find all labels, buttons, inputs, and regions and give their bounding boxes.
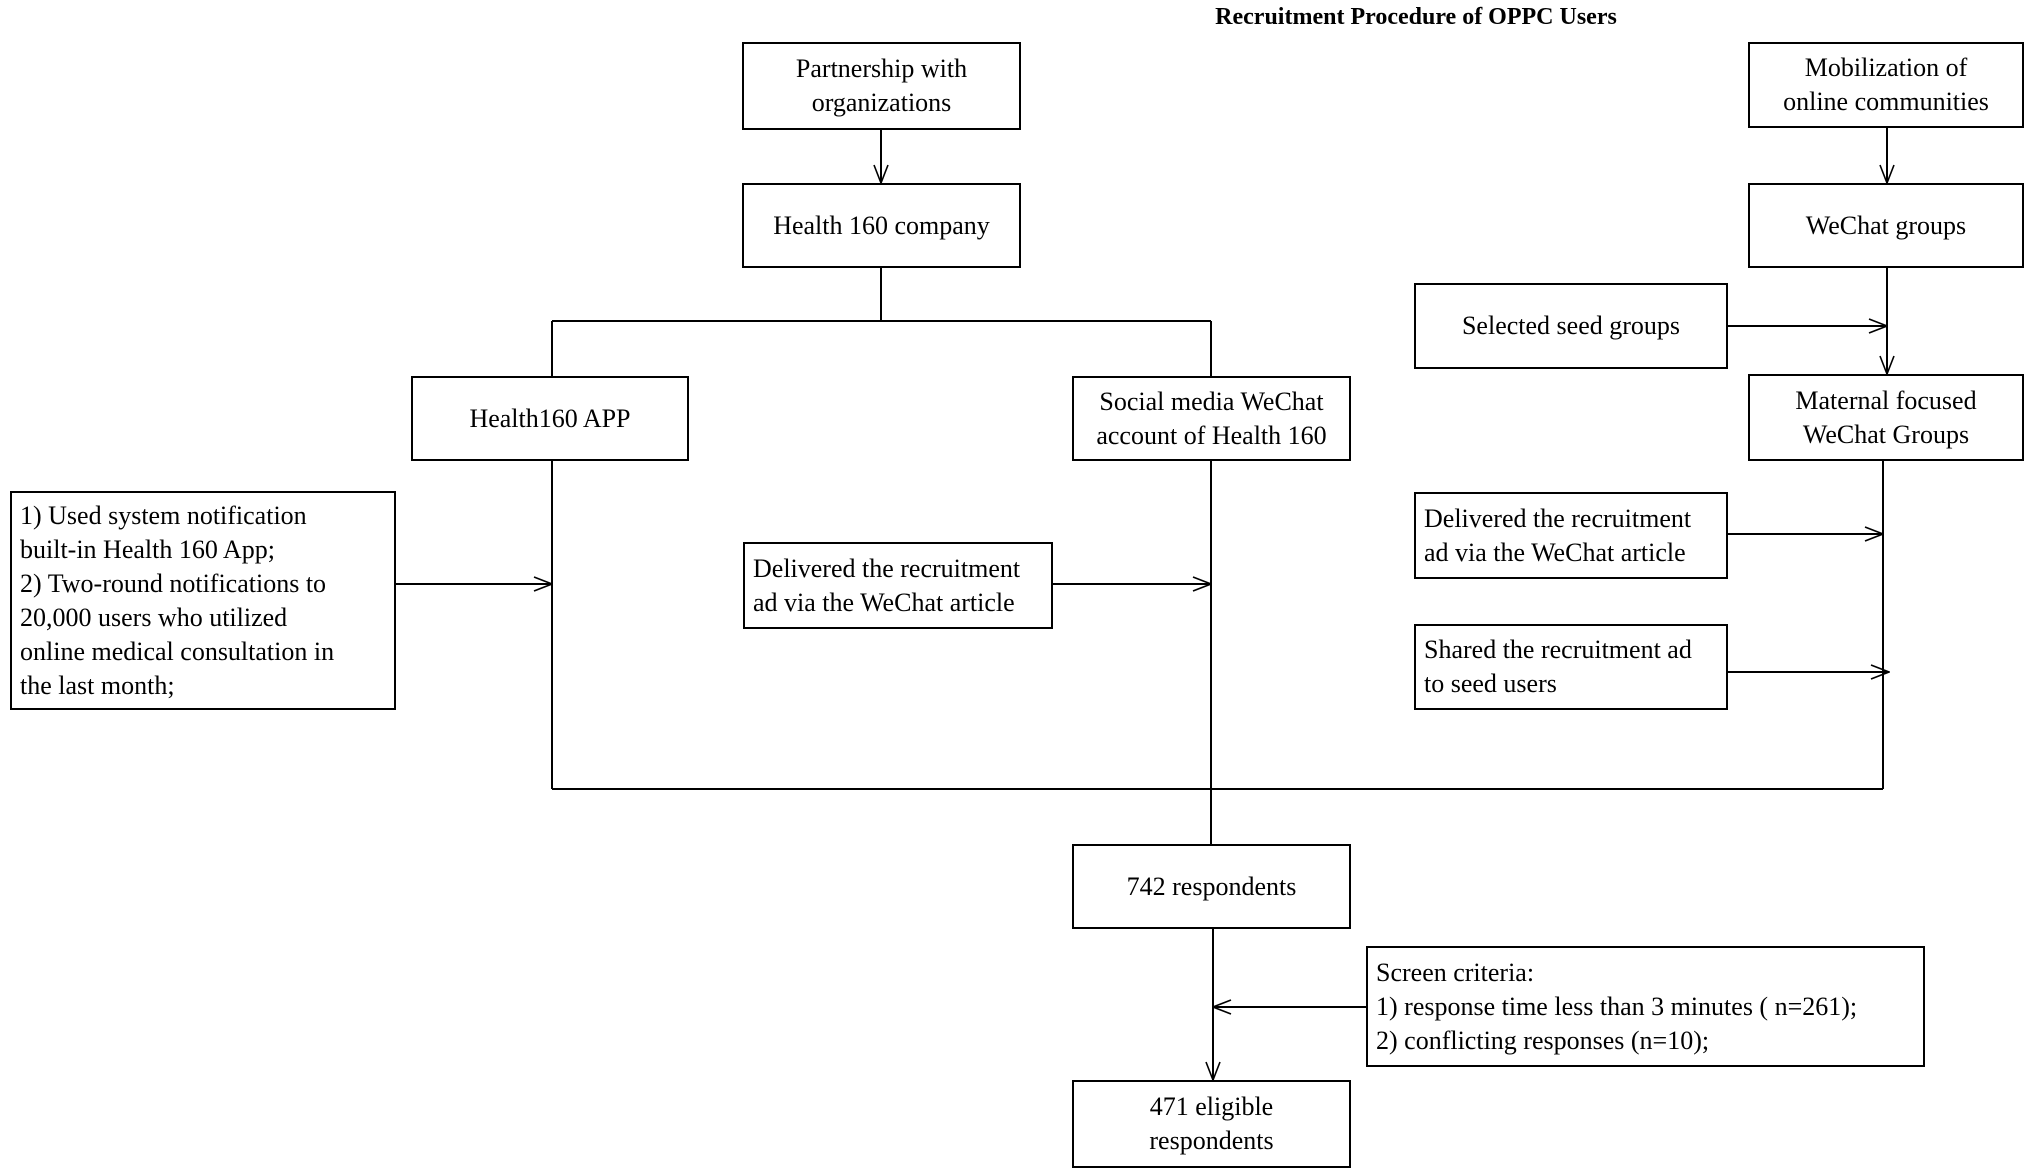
node-partnership: Partnership with organizations <box>742 42 1021 130</box>
diagram-title: Recruitment Procedure of OPPC Users <box>1215 4 1617 30</box>
node-health160-company: Health 160 company <box>742 183 1021 268</box>
node-maternal-groups: Maternal focused WeChat Groups <box>1748 374 2024 461</box>
node-mobilization: Mobilization of online communities <box>1748 42 2024 128</box>
node-delivered-ad-right: Delivered the recruitment ad via the WeC… <box>1414 492 1728 579</box>
node-selected-seed-groups: Selected seed groups <box>1414 283 1728 369</box>
node-471-eligible: 471 eligible respondents <box>1072 1080 1351 1168</box>
node-screen-criteria: Screen criteria: 1) response time less t… <box>1366 946 1925 1067</box>
node-app-notifications: 1) Used system notification built-in Hea… <box>10 491 396 710</box>
node-delivered-ad-center: Delivered the recruitment ad via the WeC… <box>743 542 1053 629</box>
node-wechat-groups: WeChat groups <box>1748 183 2024 268</box>
node-742-respondents: 742 respondents <box>1072 844 1351 929</box>
node-shared-ad: Shared the recruitment ad to seed users <box>1414 624 1728 710</box>
node-health160-app: Health160 APP <box>411 376 689 461</box>
node-social-media-wechat: Social media WeChat account of Health 16… <box>1072 376 1351 461</box>
